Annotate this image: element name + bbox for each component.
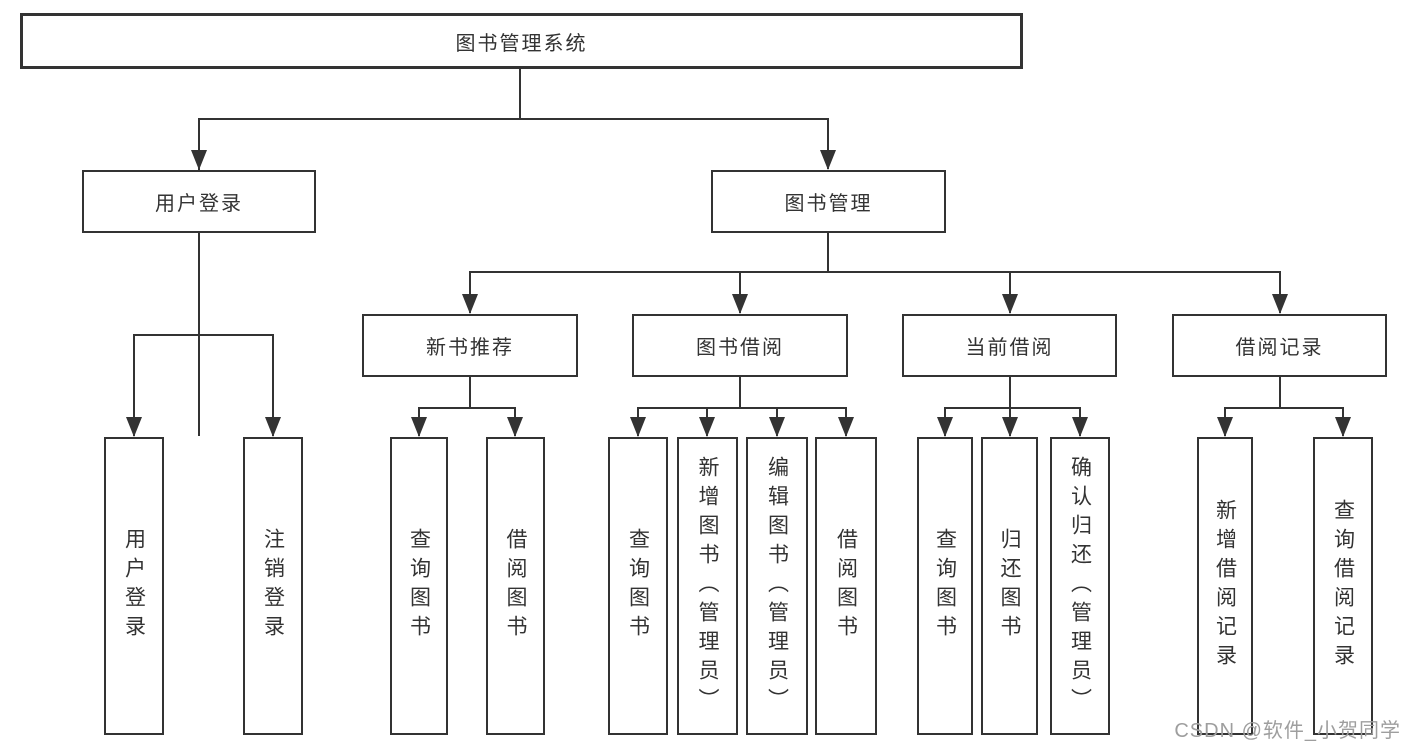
arrowhead bbox=[191, 150, 207, 170]
leaf-edit-books-admin: 编辑图书（管理员） bbox=[746, 437, 808, 735]
arrowhead bbox=[937, 417, 953, 437]
leaf-add-borrow-record: 新增借阅记录 bbox=[1197, 437, 1253, 735]
leaf-query-books-borrowing: 查询图书 bbox=[608, 437, 668, 735]
arrowhead bbox=[820, 150, 836, 170]
arrowhead bbox=[126, 417, 142, 437]
node-book-borrowing: 图书借阅 bbox=[632, 314, 848, 377]
node-library-management-system: 图书管理系统 bbox=[20, 13, 1023, 69]
arrowheads bbox=[126, 150, 1351, 437]
arrowhead bbox=[1002, 294, 1018, 314]
node-user-login: 用户登录 bbox=[82, 170, 316, 233]
arrowhead bbox=[630, 417, 646, 437]
leaf-borrow-books-recommend: 借阅图书 bbox=[486, 437, 545, 735]
connector-borrow-to-leaves bbox=[637, 376, 847, 436]
arrowhead bbox=[732, 294, 748, 314]
leaf-query-borrow-record: 查询借阅记录 bbox=[1313, 437, 1373, 735]
arrowhead bbox=[265, 417, 281, 437]
arrowhead bbox=[1272, 294, 1288, 314]
arrowhead bbox=[1072, 417, 1088, 437]
node-current-borrowing: 当前借阅 bbox=[902, 314, 1117, 377]
leaf-confirm-return-admin: 确认归还（管理员） bbox=[1050, 437, 1110, 735]
leaf-return-books: 归还图书 bbox=[981, 437, 1038, 735]
csdn-watermark: CSDN @软件_小贺同学 bbox=[1174, 720, 1401, 742]
arrowhead bbox=[1217, 417, 1233, 437]
connector-newbook-to-leaves bbox=[418, 376, 516, 436]
leaf-user-login: 用户登录 bbox=[104, 437, 164, 735]
arrowhead bbox=[1002, 417, 1018, 437]
arrowhead bbox=[838, 417, 854, 437]
arrowhead bbox=[769, 417, 785, 437]
node-book-management: 图书管理 bbox=[711, 170, 946, 233]
node-new-book-recommendation: 新书推荐 bbox=[362, 314, 578, 377]
leaf-logout: 注销登录 bbox=[243, 437, 303, 735]
node-borrowing-records: 借阅记录 bbox=[1172, 314, 1387, 377]
arrowhead bbox=[411, 417, 427, 437]
leaf-borrow-books: 借阅图书 bbox=[815, 437, 877, 735]
connector-userlogin-to-leaves bbox=[133, 232, 274, 436]
leaf-query-books-recommend: 查询图书 bbox=[390, 437, 448, 735]
arrowhead bbox=[699, 417, 715, 437]
leaf-query-books-current: 查询图书 bbox=[917, 437, 973, 735]
arrowhead bbox=[1335, 417, 1351, 437]
connector-root-to-level2 bbox=[198, 68, 829, 436]
connector-records-to-leaves bbox=[1224, 376, 1344, 436]
arrowhead bbox=[462, 294, 478, 314]
arrowhead bbox=[507, 417, 523, 437]
connector-bookmgmt-to-level3 bbox=[469, 232, 1281, 313]
leaf-add-books-admin: 新增图书（管理员） bbox=[677, 437, 738, 735]
